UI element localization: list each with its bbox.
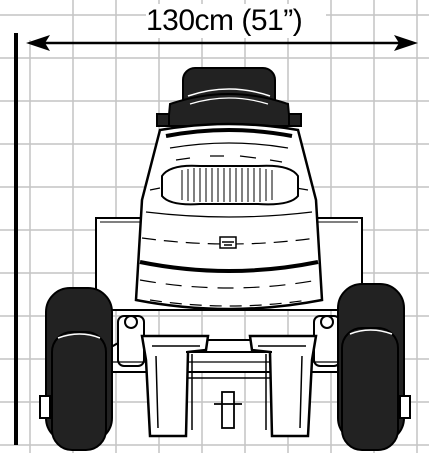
width-dimension-label: 130cm (51”) [146,4,326,38]
tow-hitch [214,391,242,429]
brand-badge-icon [219,236,237,249]
left-front-tire [39,287,113,451]
right-front-tire [337,283,411,451]
mower-hood [134,122,324,311]
seat [156,67,302,127]
hood-grille [161,164,299,206]
height-bar [14,33,18,445]
front-bumper [140,334,318,438]
width-dimension-arrow [26,35,418,51]
